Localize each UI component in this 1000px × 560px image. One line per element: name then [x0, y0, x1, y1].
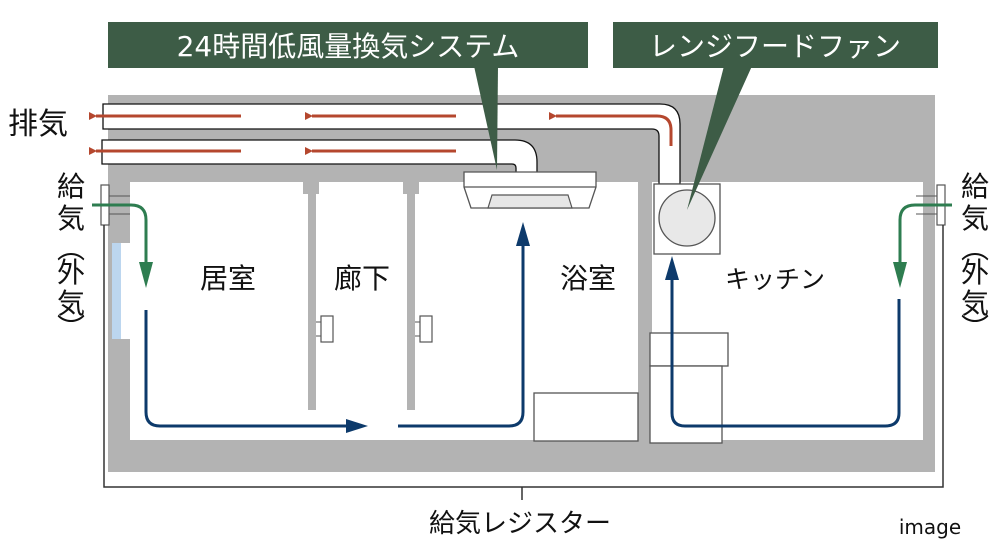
- callout-range-hood: レンジフードファン: [613, 22, 938, 210]
- partition-hallway-left: [303, 182, 334, 410]
- callout-range-hood-text: レンジフードファン: [649, 30, 901, 63]
- supply-label-char: ︵: [57, 232, 85, 265]
- room-label-bathroom: 浴室: [560, 262, 616, 295]
- supply-label-char: 気: [57, 202, 85, 235]
- kitchen-counter: [649, 365, 723, 444]
- callout-system-text: 24時間低風量換気システム: [177, 30, 520, 63]
- exhaust-arrows: [89, 112, 673, 155]
- airflow-arrows: [144, 222, 901, 433]
- airflow-hall-to-bath: [398, 244, 525, 428]
- airflow-living-to-hall: [144, 310, 348, 428]
- room-label-kitchen: キッチン: [725, 265, 825, 294]
- supply-label-right: 給 気 ︵ 外 気 ︶: [961, 170, 989, 345]
- supply-label-char: ︶: [57, 312, 85, 345]
- supply-label-char: ︶: [961, 312, 989, 345]
- range-hood-fan: [653, 183, 721, 255]
- supply-label-left: 給 気 ︵ 外 気 ︶: [57, 170, 85, 345]
- supply-label-char: 気: [961, 287, 989, 320]
- airflow-kitchen: [670, 278, 901, 428]
- room-label-living: 居室: [200, 262, 256, 295]
- supply-arrow-right: [898, 203, 952, 262]
- partition-hallway-right: [403, 182, 433, 410]
- left-wall-segment: [121, 243, 130, 339]
- exhaust-arrow: [549, 112, 673, 146]
- supply-label-char: 外: [961, 256, 989, 289]
- ventilation-unit: [463, 171, 597, 209]
- register-leader-lines: [103, 225, 944, 500]
- supply-label-char: 給: [961, 170, 989, 203]
- supply-label-char: 気: [57, 287, 85, 320]
- supply-arrows: [92, 203, 952, 288]
- window: [112, 243, 121, 339]
- kitchen-counter-top: [649, 332, 729, 367]
- supply-label-char: 気: [961, 202, 989, 235]
- supply-label-char: 外: [57, 256, 85, 289]
- room-label-hallway: 廊下: [334, 262, 390, 295]
- bathtub: [533, 392, 639, 442]
- image-watermark: image: [899, 515, 961, 539]
- supply-label-char: ︵: [961, 232, 989, 265]
- interior-space: [130, 182, 923, 440]
- register-label: 給気レジスター: [429, 509, 611, 539]
- supply-arrow-left: [92, 203, 148, 262]
- exhaust-label: 排気: [8, 107, 68, 142]
- supply-label-char: 給: [57, 170, 85, 203]
- partition-bath-kitchen: [638, 182, 652, 440]
- callout-system: 24時間低風量換気システム: [108, 22, 588, 170]
